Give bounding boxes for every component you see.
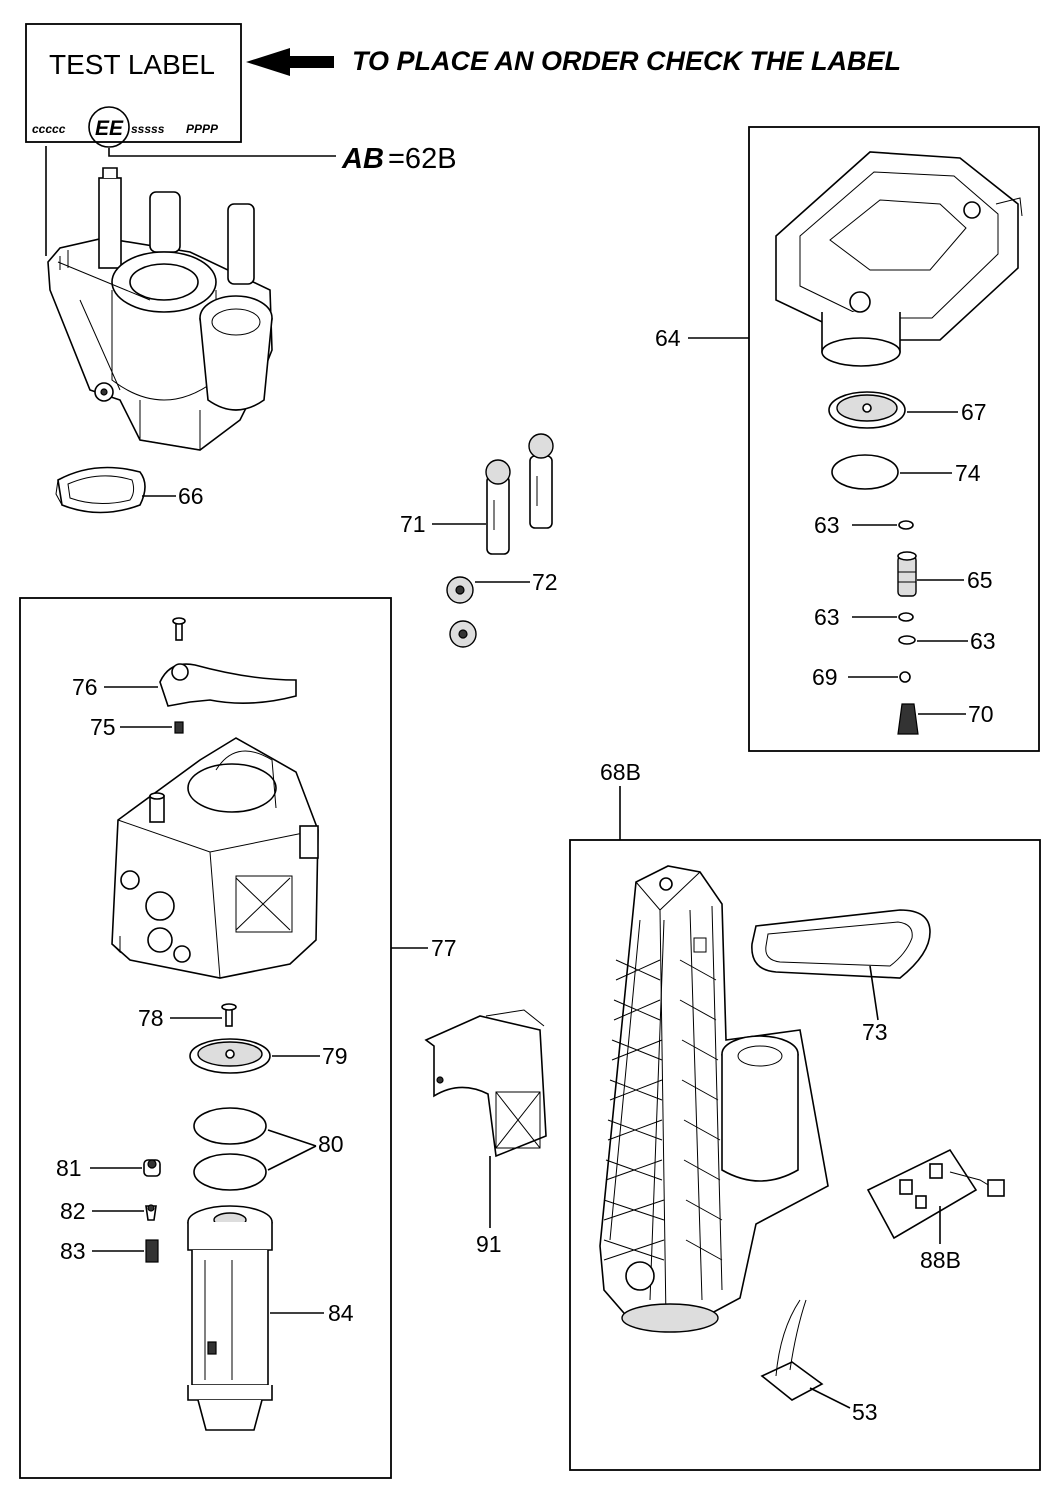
ab-key: AB xyxy=(341,143,384,175)
instruction-text: TO PLACE AN ORDER CHECK THE LABEL xyxy=(352,46,901,76)
part-73-belt: 73 xyxy=(751,909,931,1045)
part-53-sensor: 53 xyxy=(760,1299,878,1425)
part-75: 75 xyxy=(90,714,184,740)
label-code-ee: EE xyxy=(95,117,124,140)
part-63-b: 63 xyxy=(814,604,914,630)
label-78: 78 xyxy=(138,1005,164,1031)
label-68b: 68B xyxy=(600,759,641,785)
label-code-right: sssss xyxy=(131,122,165,136)
label-80: 80 xyxy=(318,1131,344,1157)
label-79: 79 xyxy=(322,1043,348,1069)
label-72: 72 xyxy=(532,569,558,595)
label-53: 53 xyxy=(852,1399,878,1425)
part-72: 72 xyxy=(446,569,558,648)
part-67: 67 xyxy=(828,391,987,429)
label-63-b: 63 xyxy=(814,604,840,630)
part-64-housing xyxy=(775,151,1023,367)
part-91: 91 xyxy=(424,1009,547,1257)
label-88b: 88B xyxy=(920,1247,961,1273)
label-83: 83 xyxy=(60,1238,86,1264)
part-68b-frame xyxy=(599,865,829,1333)
part-65: 65 xyxy=(897,551,993,597)
label-code-right2: PPPP xyxy=(186,122,219,136)
part-63-a: 63 xyxy=(814,512,914,538)
part-69: 69 xyxy=(812,664,911,690)
part-screw-top xyxy=(172,617,186,641)
part-78: 78 xyxy=(138,1003,237,1031)
label-74: 74 xyxy=(955,460,981,486)
label-69: 69 xyxy=(812,664,838,690)
instruction-arrow-icon xyxy=(246,48,334,76)
part-81: 81 xyxy=(56,1155,161,1181)
part-brew-unit xyxy=(111,737,319,979)
part-74: 74 xyxy=(831,454,981,490)
group-box-64 xyxy=(748,126,1040,752)
part-83: 83 xyxy=(60,1238,159,1264)
label-64: 64 xyxy=(655,325,681,351)
part-70: 70 xyxy=(897,701,994,735)
label-84: 84 xyxy=(328,1300,354,1326)
label-code-left: ccccc xyxy=(32,122,66,136)
test-label-box: TEST LABEL ccccc EE sssss PPPP xyxy=(25,23,242,148)
part-82: 82 xyxy=(60,1198,157,1224)
label-71: 71 xyxy=(400,511,426,537)
part-79: 79 xyxy=(189,1038,348,1074)
main-housing-part xyxy=(47,167,273,451)
label-76: 76 xyxy=(72,674,98,700)
label-91: 91 xyxy=(476,1231,502,1257)
part-80: 80 xyxy=(193,1107,344,1191)
label-82: 82 xyxy=(60,1198,86,1224)
label-63-c: 63 xyxy=(970,628,996,654)
label-75: 75 xyxy=(90,714,116,740)
label-67: 67 xyxy=(961,399,987,425)
part-84: 84 xyxy=(187,1205,354,1431)
part-88b-board: 88B xyxy=(866,1148,1005,1273)
label-63-a: 63 xyxy=(814,512,840,538)
group-box-68b xyxy=(569,839,1041,1471)
ab-value: =62B xyxy=(388,143,457,175)
label-65: 65 xyxy=(967,567,993,593)
part-63-c: 63 xyxy=(898,628,996,654)
label-81: 81 xyxy=(56,1155,82,1181)
label-70: 70 xyxy=(968,701,994,727)
group-box-77 xyxy=(19,597,392,1479)
part-71: 71 xyxy=(400,433,554,555)
test-label-title: TEST LABEL xyxy=(49,49,215,80)
part-76: 76 xyxy=(72,663,297,707)
label-77: 77 xyxy=(431,935,457,961)
label-66: 66 xyxy=(178,483,204,509)
label-73: 73 xyxy=(862,1019,888,1045)
part-66: 66 xyxy=(55,466,204,514)
